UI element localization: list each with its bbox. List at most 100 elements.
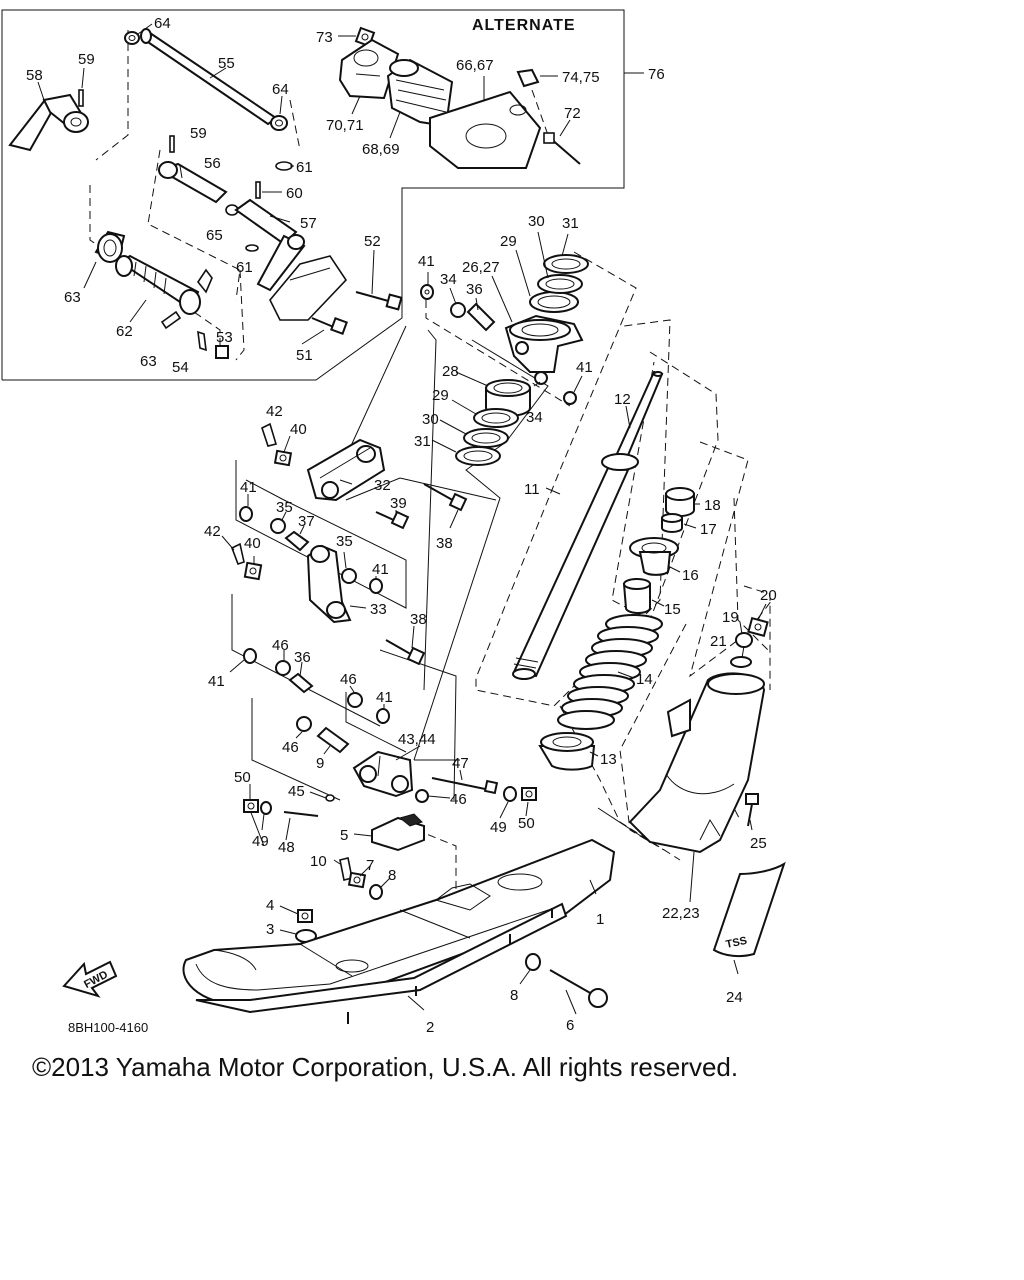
part-13-lower-seat [538,732,596,771]
part-35-collar [270,518,286,534]
part-36-sleeve-2 [288,672,314,694]
callout-33: 33 [370,601,387,618]
callout-29: 29 [500,233,517,250]
callout-60: 60 [286,185,303,202]
part-42-cotter-pin [261,422,278,447]
part-33-lower-link [306,544,352,624]
callout-29-2: 29 [432,387,449,404]
part-16-spring-seat [629,537,679,576]
part-43-44-pivot-bracket [352,750,414,798]
callout-58: 58 [26,67,43,84]
callout-6: 6 [566,1017,574,1034]
fwd-arrow [62,960,118,998]
part-25-bolt [745,793,759,827]
callout-7: 7 [366,857,374,874]
callout-49-2: 49 [490,819,507,836]
part-62-boot [115,254,201,315]
callout-8-2: 8 [510,987,518,1004]
callout-68-69: 68,69 [362,141,400,158]
part-41-nut-5 [243,648,257,664]
callout-12: 12 [614,391,631,408]
part-59-pin [78,89,84,107]
callout-40-2: 40 [244,535,261,552]
part-41-nut-4 [369,578,383,594]
callout-56: 56 [204,155,221,172]
callout-21: 21 [710,633,727,650]
leader-lines [37,23,767,1015]
part-38-bolt-upper [423,483,468,512]
callout-36-2: 36 [294,649,311,666]
callout-42: 42 [266,403,283,420]
callout-70-71: 70,71 [326,117,364,134]
drawing-code: 8BH100-4160 [68,1020,148,1035]
callout-4: 4 [266,897,274,914]
part-51-bolt [311,317,348,335]
part-26-27-shock-mount [504,314,584,373]
part-15-bump-stop [622,578,651,614]
callout-51: 51 [296,347,313,364]
part-64-washer-lower [270,115,288,131]
part-55-shaft [140,28,278,126]
part-18-bumper [665,487,695,517]
part-32-upper-link [306,438,386,502]
callout-63: 63 [64,289,81,306]
part-53-nut [215,345,229,359]
callout-22-23: 22,23 [662,905,700,922]
part-58-lever [8,93,89,152]
part-46-collar-4 [415,789,429,803]
callout-20: 20 [760,587,777,604]
callout-19: 19 [722,609,739,626]
part-54-cotter-pin [197,330,207,352]
callout-46-3: 46 [282,739,299,756]
callout-76: 76 [648,66,665,83]
callout-62: 62 [116,323,133,340]
callout-55: 55 [218,55,235,72]
part-29-washer-top [529,291,579,313]
part-21-washer [730,656,752,668]
part-35-collar-2 [341,568,357,584]
callout-64: 64 [154,15,171,32]
part-39-bolt [375,510,410,530]
callout-65: 65 [206,227,223,244]
callout-39: 39 [390,495,407,512]
callout-labels: 64 73 58 59 55 64 66,67 74,75 76 70,71 7… [26,15,777,1036]
callout-53: 53 [216,329,233,346]
callout-59: 59 [78,51,95,68]
callout-34: 34 [440,271,457,288]
part-70-71-bracket [338,38,400,100]
callout-38: 38 [436,535,453,552]
callout-31: 31 [562,215,579,232]
callout-48: 48 [278,839,295,856]
part-31-washer-lower [455,446,501,466]
callout-8: 8 [388,867,396,884]
callout-28: 28 [442,363,459,380]
callout-59-2: 59 [190,125,207,142]
part-64-washer [124,31,140,45]
callout-41-3: 41 [240,479,257,496]
callout-42-2: 42 [204,523,221,540]
part-41-nut-2 [563,391,577,405]
part-61-washer-2 [245,244,259,252]
callout-30-2: 30 [422,411,439,428]
part-47-bolt [431,777,499,795]
part-5-wear-pad [371,813,425,852]
part-74-75-clip [516,68,540,88]
callout-47: 47 [452,755,469,772]
part-40-nut-2 [243,561,263,581]
part-68-69-bellows [386,58,454,128]
callout-54: 54 [172,359,189,376]
callout-49: 49 [252,833,269,850]
callout-24: 24 [726,989,743,1006]
callout-10: 10 [310,853,327,870]
part-60-pin [255,181,261,199]
part-63-clamp [94,230,126,263]
part-46-collar-3 [296,716,312,732]
callout-35-2: 35 [336,533,353,550]
part-19-washer [735,632,753,648]
part-45-grease-nipple [325,794,335,802]
callout-37: 37 [298,513,315,530]
callout-41-6: 41 [376,689,393,706]
callout-61-2: 61 [236,259,253,276]
